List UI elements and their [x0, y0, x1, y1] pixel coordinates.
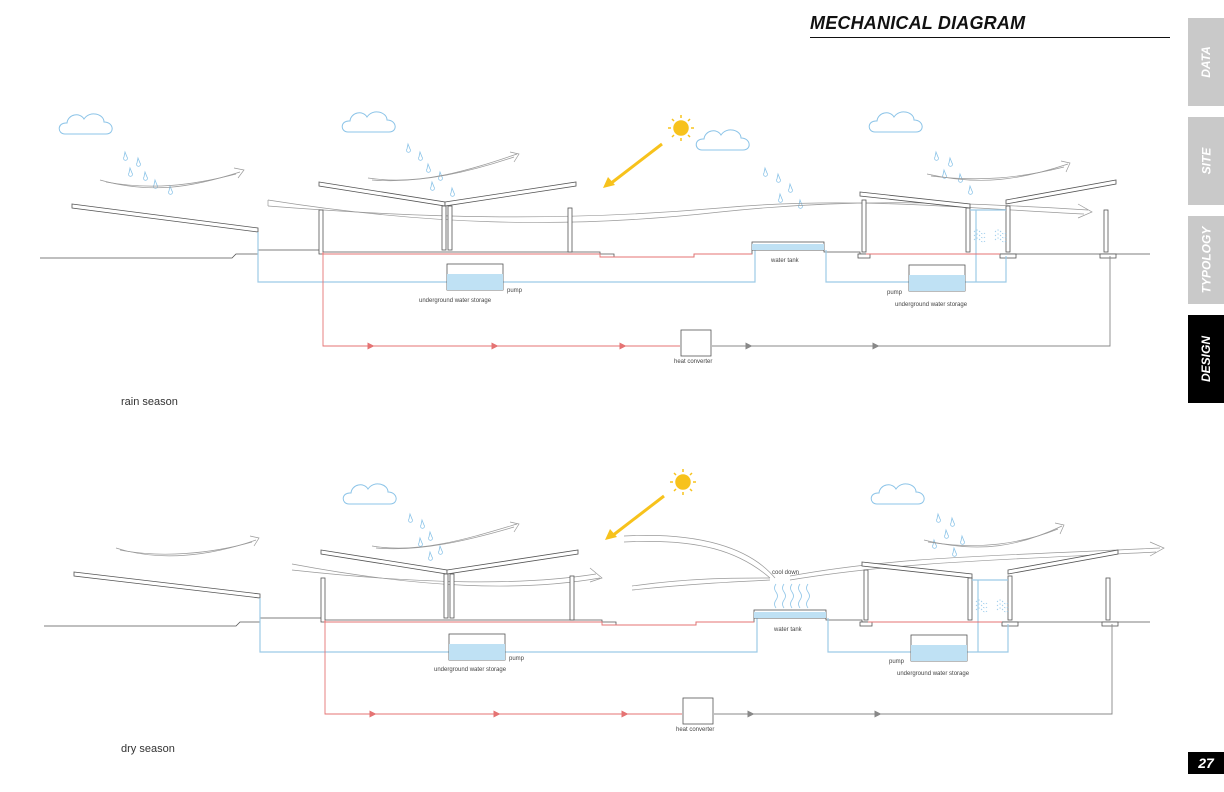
sun-ray-arrow — [611, 494, 665, 538]
cloud-icon — [870, 483, 925, 505]
pump-label: pump — [887, 290, 903, 296]
sun-ray-arrowhead — [603, 177, 615, 188]
page-title: MECHANICAL DIAGRAM — [810, 13, 1170, 38]
heat-pipe — [324, 620, 1002, 715]
water-tank — [753, 609, 827, 619]
cool-down-label: cool down — [772, 570, 799, 576]
sun-ray-arrowhead — [605, 529, 617, 540]
cloud-icon — [341, 111, 396, 133]
raindrops-icon — [408, 512, 965, 561]
dry-season-label: dry season — [121, 743, 175, 755]
water-tank — [751, 241, 825, 251]
cloud-icon — [58, 113, 113, 135]
tab-site[interactable]: SITE — [1188, 117, 1224, 205]
underground-water-storage — [910, 634, 968, 662]
storage-label: underground water storage — [419, 298, 492, 304]
cool-down-icon — [774, 583, 810, 609]
tab-design-label: DESIGN — [1199, 335, 1214, 383]
sun-ray-arrow — [609, 142, 663, 186]
tab-design[interactable]: DESIGN — [1188, 315, 1224, 403]
cloud-icon — [868, 111, 923, 133]
rain-season-diagram: pump underground water storage water tan… — [40, 111, 1150, 365]
tab-data[interactable]: DATA — [1188, 18, 1224, 106]
water-pipe — [257, 209, 1007, 283]
sun-icon — [670, 469, 696, 495]
building-structure — [71, 179, 1117, 259]
evaporation-icon — [973, 229, 1008, 243]
cloud-icon — [695, 129, 750, 151]
tab-site-label: SITE — [1198, 147, 1213, 175]
storage-label: underground water storage — [897, 671, 970, 677]
storage-label: underground water storage — [895, 302, 968, 308]
heat-converter-label: heat converter — [674, 359, 712, 365]
water-pipe — [259, 579, 1009, 653]
underground-water-storage — [908, 264, 966, 292]
water-tank-label: water tank — [770, 258, 800, 264]
building-structure — [73, 549, 1119, 627]
heat-converter — [682, 697, 714, 725]
tab-typology[interactable]: TYPOLOGY — [1188, 216, 1224, 304]
underground-water-storage — [448, 633, 506, 661]
page-number: 27 — [1188, 752, 1224, 774]
heat-converter — [680, 329, 712, 357]
dry-season-diagram: pump underground water storage cool down… — [44, 469, 1165, 733]
wind-arrow-icon — [99, 151, 1093, 223]
tab-data-label: DATA — [1198, 46, 1213, 78]
wind-arrow-icon — [115, 521, 1165, 591]
return-pipe — [712, 256, 1111, 347]
evaporation-icon — [975, 599, 1010, 613]
pump-label: pump — [507, 288, 523, 294]
cloud-icon — [342, 483, 397, 505]
tab-typology-label: TYPOLOGY — [1199, 226, 1213, 294]
sun-icon — [668, 115, 694, 141]
water-tank-label: water tank — [773, 627, 803, 633]
pump-label: pump — [889, 659, 905, 665]
heat-pipe — [322, 252, 1000, 347]
rain-season-label: rain season — [121, 396, 178, 408]
pump-label: pump — [509, 656, 525, 662]
underground-water-storage — [446, 263, 504, 291]
heat-converter-label: heat converter — [676, 727, 714, 733]
storage-label: underground water storage — [434, 667, 507, 673]
return-pipe — [714, 624, 1113, 715]
raindrops-icon — [123, 142, 973, 209]
